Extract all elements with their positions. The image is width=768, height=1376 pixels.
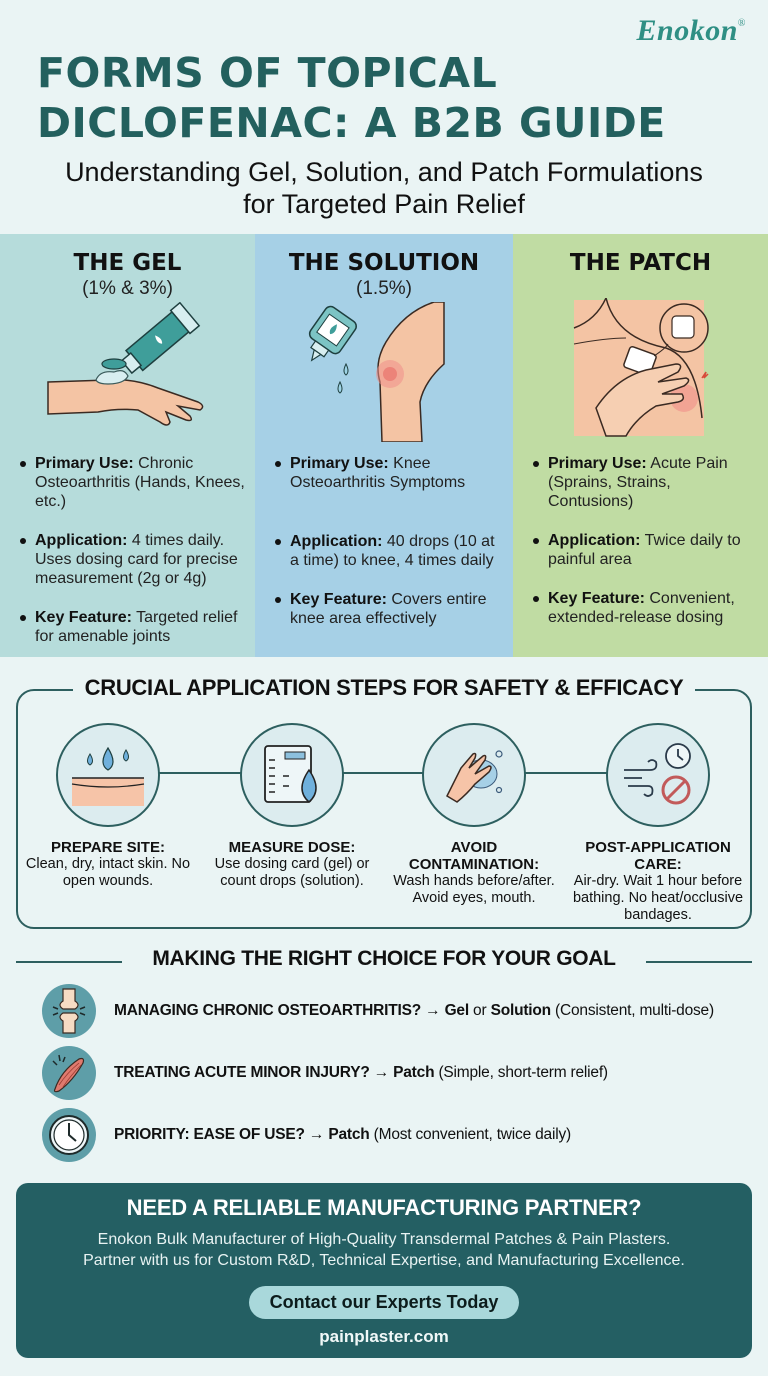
patch-bullets: Primary Use: Acute Pain (Sprains, Strain… [531, 454, 758, 647]
patch-title: THE PATCH [569, 250, 712, 276]
step-text: Clean, dry, intact skin. No open wounds. [25, 856, 191, 889]
gel-bullets: Primary Use: Chronic Osteoarthritis (Han… [18, 454, 245, 666]
choice-row-chronic: MANAGING CHRONIC OSTEOARTHRITIS? → Gel o… [42, 984, 714, 1038]
step-head: PREPARE SITE: [51, 839, 165, 856]
gel-column: THE GEL (1% & 3%) Primary Use: Chronic O… [0, 234, 255, 657]
brand-logo[interactable]: Enokon® [637, 14, 747, 48]
knee-joint-icon [42, 984, 96, 1038]
choice-row-acute: TREATING ACUTE MINOR INJURY? → Patch (Si… [42, 1046, 608, 1100]
step-text: Wash hands before/after. Avoid eyes, mou… [393, 873, 555, 906]
solution-application: Application: 40 drops (10 at a time) to … [273, 532, 503, 570]
clock-icon [42, 1108, 96, 1162]
step-text: Air-dry. Wait 1 hour before bathing. No … [572, 873, 744, 923]
page-title-line-2: DICLOFENAC: A B2B GUIDE [37, 99, 666, 147]
dosing-card-drop-icon [240, 723, 344, 827]
gel-tube-on-hand-icon [0, 302, 255, 442]
step-head: AVOID CONTAMINATION: [408, 839, 540, 873]
choice-section: MAKING THE RIGHT CHOICE FOR YOUR GOAL MA… [0, 935, 768, 1175]
cta-title: NEED A RELIABLE MANUFACTURING PARTNER? [126, 1195, 642, 1220]
choice-text: TREATING ACUTE MINOR INJURY? → Patch (Si… [114, 1064, 608, 1081]
page-title: FORMS OF TOPICAL DICLOFENAC: A B2B GUIDE [37, 48, 737, 148]
divider-line-right [646, 961, 752, 963]
gel-primary-use: Primary Use: Chronic Osteoarthritis (Han… [18, 454, 245, 511]
steps-title: CRUCIAL APPLICATION STEPS FOR SAFETY & E… [72, 675, 696, 701]
page-subtitle-line-1: Understanding Gel, Solution, and Patch F… [65, 157, 703, 187]
choice-text: PRIORITY: EASE OF USE? → Patch (Most con… [114, 1126, 571, 1143]
page-subtitle: Understanding Gel, Solution, and Patch F… [0, 156, 768, 220]
hand-washing-icon [422, 723, 526, 827]
step-post-application-care: POST-APPLICATION CARE: Air-dry. Wait 1 h… [568, 723, 748, 924]
patch-application: Application: Twice daily to painful area [531, 531, 758, 569]
gel-application: Application: 4 times daily. Uses dosing … [18, 531, 245, 588]
brand-name: Enokon [636, 14, 738, 47]
divider-line-left [16, 961, 122, 963]
choice-title: MAKING THE RIGHT CHOICE FOR YOUR GOAL [152, 947, 616, 970]
step-avoid-contamination: AVOID CONTAMINATION: Wash hands before/a… [384, 723, 564, 907]
solution-column: THE SOLUTION (1.5%) Prima [255, 234, 513, 657]
registered-mark: ® [737, 18, 746, 29]
step-head: POST-APPLICATION CARE: [585, 839, 731, 873]
patch-on-shoulder-icon [513, 298, 768, 438]
patch-key-feature: Key Feature: Convenient, extended-releas… [531, 589, 758, 627]
muscle-strain-icon [42, 1046, 96, 1100]
contact-experts-button[interactable]: Contact our Experts Today [249, 1286, 519, 1319]
page-title-line-1: FORMS OF TOPICAL [37, 49, 498, 97]
step-text: Use dosing card (gel) or count drops (so… [214, 856, 370, 889]
dropper-bottle-on-knee-icon [255, 302, 513, 442]
website-link[interactable]: painplaster.com [319, 1327, 449, 1346]
solution-key-feature: Key Feature: Covers entire knee area eff… [273, 590, 503, 628]
gel-strength: (1% & 3%) [82, 278, 173, 299]
steps-connector-line [100, 772, 660, 774]
solution-bullets: Primary Use: Knee Osteoarthritis Symptom… [273, 454, 503, 648]
step-measure-dose: MEASURE DOSE: Use dosing card (gel) or c… [202, 723, 382, 890]
choice-row-ease: PRIORITY: EASE OF USE? → Patch (Most con… [42, 1108, 571, 1162]
cta-body: Enokon Bulk Manufacturer of High-Quality… [16, 1229, 752, 1271]
solution-primary-use: Primary Use: Knee Osteoarthritis Symptom… [273, 454, 503, 492]
gel-title: THE GEL [73, 250, 182, 276]
solution-strength: (1.5%) [356, 278, 412, 299]
skin-water-drops-icon [56, 723, 160, 827]
step-prepare-site: PREPARE SITE: Clean, dry, intact skin. N… [18, 723, 198, 890]
patch-column: THE PATCH Primary Use: Acute P [513, 234, 768, 657]
page-subtitle-line-2: for Targeted Pain Relief [243, 189, 525, 219]
cta-body-line-1: Enokon Bulk Manufacturer of High-Quality… [97, 1231, 671, 1248]
header: Enokon® FORMS OF TOPICAL DICLOFENAC: A B… [0, 0, 768, 234]
formulation-columns: THE GEL (1% & 3%) Primary Use: Chronic O… [0, 234, 768, 657]
choice-text: MANAGING CHRONIC OSTEOARTHRITIS? → Gel o… [114, 1002, 714, 1019]
cta-banner: NEED A RELIABLE MANUFACTURING PARTNER? E… [16, 1183, 752, 1358]
air-dry-clock-no-icon [606, 723, 710, 827]
application-steps-section: CRUCIAL APPLICATION STEPS FOR SAFETY & E… [0, 657, 768, 935]
step-head: MEASURE DOSE: [228, 839, 356, 856]
gel-key-feature: Key Feature: Targeted relief for amenabl… [18, 608, 245, 646]
solution-title: THE SOLUTION [288, 250, 480, 276]
patch-primary-use: Primary Use: Acute Pain (Sprains, Strain… [531, 454, 758, 511]
cta-body-line-2: Partner with us for Custom R&D, Technica… [83, 1252, 685, 1269]
